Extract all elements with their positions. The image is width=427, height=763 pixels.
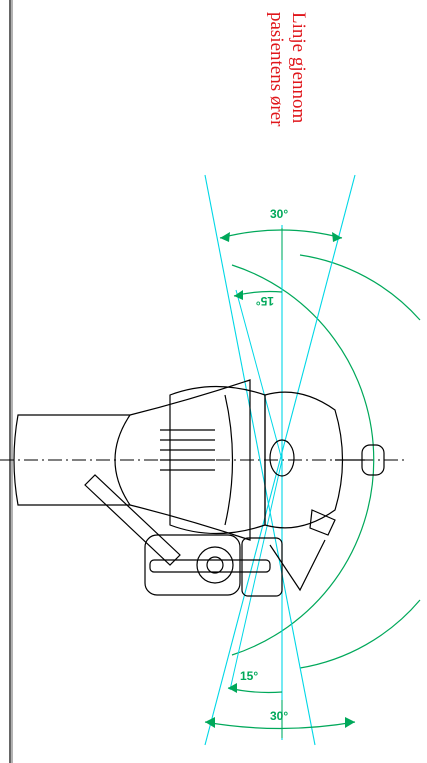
chair-seat-inner [224, 394, 234, 526]
cyan-line-2 [204, 174, 356, 746]
angle-arc-bottom-30 [204, 721, 356, 730]
arrow-top15 [234, 290, 243, 300]
angle-bottom-inner-label: 15° [240, 669, 258, 683]
headrest-cushion [269, 439, 295, 477]
cyan-line-bottom-15 [229, 459, 283, 691]
arrow-top-right [332, 232, 342, 242]
chair-headrest [264, 391, 344, 529]
arrow-bottom-right [345, 717, 355, 728]
swing-arc [231, 264, 375, 656]
cyan-line-1 [204, 174, 316, 746]
angle-arc-top-30 [219, 229, 343, 239]
angle-bottom-outer-label: 30° [270, 709, 288, 723]
foot-pedal [241, 537, 283, 597]
dental-chair [13, 379, 385, 597]
pump-wheel-inner [206, 556, 224, 574]
pump-wheel [196, 546, 234, 584]
arrow-top-left [220, 232, 230, 242]
tray-arm [269, 539, 326, 592]
arrow-bottom15 [228, 683, 237, 693]
angle-top-outer-label: 30° [270, 207, 288, 221]
headrest-knob [361, 444, 385, 476]
chair-backrest [13, 379, 251, 541]
annotation-line1: Linje gjennom [288, 12, 309, 124]
tray-holder [309, 509, 336, 536]
annotation-line2: pasientens ører [266, 12, 287, 127]
arrow-bottom-left [205, 717, 215, 728]
chair-base [144, 534, 241, 596]
armrest-bar [84, 474, 181, 566]
angle-top-inner-label: 15° [256, 294, 274, 308]
swing-arc-outer [299, 254, 421, 321]
pump-bar [149, 559, 271, 573]
swing-arc-lower [299, 599, 421, 669]
ear-line-annotation: Linje gjennom pasientens ører [266, 12, 309, 127]
cyan-line-top-15 [235, 289, 283, 461]
chair-backrest-inner [114, 414, 131, 506]
